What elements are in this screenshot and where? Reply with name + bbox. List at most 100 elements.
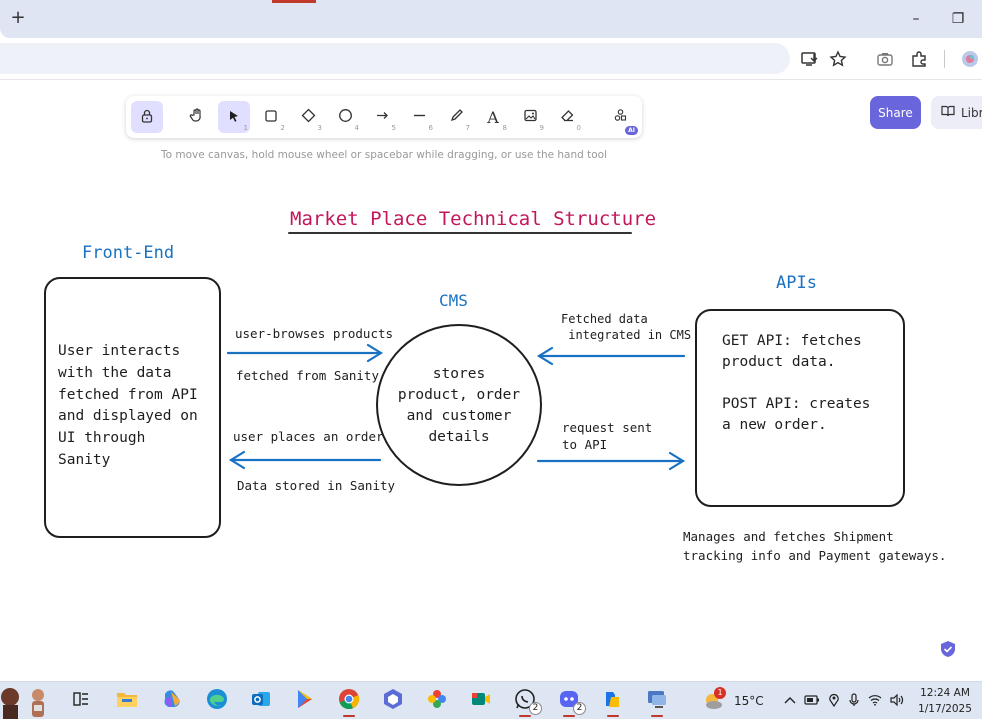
arrow-apis-to-cms[interactable] (536, 346, 686, 366)
taskbar-copilot[interactable] (157, 686, 187, 716)
shortcut-label: 1 (243, 124, 248, 132)
browser-toolbar (0, 38, 982, 80)
arrow4-label[interactable]: request sent to API (562, 420, 653, 452)
title-underline[interactable] (288, 232, 632, 234)
taskbar-widget-image[interactable] (0, 683, 52, 719)
microphone-icon[interactable] (848, 692, 860, 710)
shapes-toolbar: 1 2 3 4 5 6 7 A 8 (126, 96, 642, 138)
chrome-icon (338, 688, 360, 714)
install-app-icon[interactable] (797, 47, 821, 71)
arrow-cms-to-apis[interactable] (536, 451, 686, 471)
taskbar-discord[interactable]: 2 (554, 686, 586, 717)
shortcut-label: 6 (428, 124, 433, 132)
image-tool[interactable]: 9 (514, 101, 546, 133)
taskbar-file-explorer[interactable] (112, 686, 142, 716)
arrow-cms-to-frontend[interactable] (228, 450, 382, 470)
ellipse-tool[interactable]: 4 (329, 101, 361, 133)
taskbar-play-store[interactable] (290, 686, 320, 716)
selection-tool[interactable]: 1 (218, 101, 250, 133)
minimize-button[interactable]: – (912, 11, 920, 27)
taskbar-remote[interactable] (642, 686, 672, 717)
apis-note[interactable]: Manages and fetches Shipment tracking in… (683, 529, 947, 563)
toolbar-separator (944, 50, 945, 68)
share-button[interactable]: Share (870, 96, 921, 129)
taskbar-outlook[interactable] (246, 686, 276, 716)
shortcut-label: 2 (280, 124, 285, 132)
hand-tool[interactable] (181, 101, 213, 133)
taskbar-edge[interactable] (202, 686, 232, 716)
cms-text[interactable]: stores product, order and customer detai… (397, 366, 521, 445)
arrow-tool[interactable]: 5 (366, 101, 398, 133)
chevron-up-icon[interactable] (784, 694, 796, 708)
video-icon (470, 688, 492, 714)
taskbar-chrome[interactable] (334, 686, 364, 717)
arrow2-top-label[interactable]: user places an order (233, 429, 384, 444)
copilot-icon (161, 688, 183, 714)
rectangle-tool[interactable]: 2 (255, 101, 287, 133)
taskbar-meet[interactable] (466, 686, 496, 716)
weather-widget[interactable]: 1 15°C (702, 682, 764, 719)
apis-text[interactable]: GET API: fetches product data. POST API:… (722, 333, 871, 433)
taskbar-task-view[interactable] (66, 686, 96, 716)
line-tool[interactable]: 6 (403, 101, 435, 133)
arrow3-label[interactable]: Fetched data integrated in CMS (561, 312, 692, 342)
browser-tab-strip: + – ❐ (0, 0, 982, 38)
apis-box[interactable] (695, 309, 905, 507)
restore-button[interactable]: ❐ (951, 11, 965, 27)
weather-alert-badge: 1 (714, 687, 726, 699)
arrow2-bottom-label[interactable]: Data stored in Sanity (237, 478, 396, 493)
arrow-frontend-to-cms[interactable] (226, 343, 384, 363)
shapes-icon (613, 108, 628, 127)
library-button[interactable]: Libr (931, 96, 982, 129)
frontend-heading[interactable]: Front-End (82, 243, 175, 263)
taskbar-files[interactable] (598, 686, 628, 717)
taskbar-app-hex[interactable] (378, 686, 408, 716)
book-icon (941, 105, 955, 120)
location-icon[interactable] (828, 693, 840, 710)
eraser-tool[interactable]: 0 (551, 101, 583, 133)
running-indicator (343, 715, 355, 717)
shortcut-label: 8 (502, 124, 507, 132)
library-label: Libr (961, 105, 982, 120)
canvas-hint: To move canvas, hold mouse wheel or spac… (160, 149, 608, 161)
shortcut-label: 0 (576, 124, 581, 132)
edge-icon (206, 688, 228, 714)
camera-icon[interactable] (873, 47, 897, 71)
bookmark-star-icon[interactable] (826, 47, 850, 71)
taskbar-whatsapp[interactable]: 2 (510, 686, 542, 717)
wifi-icon[interactable] (868, 694, 882, 709)
taskbar-photos[interactable] (422, 686, 452, 716)
speaker-icon[interactable] (890, 693, 904, 709)
line-icon (412, 108, 427, 127)
arrow1-bottom-label[interactable]: fetched from Sanity (236, 368, 379, 383)
draw-tool[interactable]: 7 (440, 101, 472, 133)
cms-heading[interactable]: CMS (439, 291, 468, 310)
frontend-box[interactable] (44, 277, 221, 538)
task-view-icon (72, 690, 90, 712)
system-clock[interactable]: 12:24 AM 1/17/2025 (912, 685, 978, 717)
running-indicator (563, 715, 575, 717)
diagram-title[interactable]: Market Place Technical Structure (290, 208, 657, 230)
extensions-icon[interactable] (907, 47, 931, 71)
lock-tool[interactable] (131, 101, 163, 133)
arrow-icon (375, 108, 390, 127)
battery-icon[interactable] (804, 694, 820, 709)
new-tab-button[interactable]: + (10, 7, 26, 28)
image-icon (523, 108, 538, 127)
cms-circle[interactable] (376, 324, 542, 486)
address-bar[interactable] (0, 43, 790, 74)
more-tools[interactable]: AI (604, 101, 638, 135)
shield-check-icon[interactable] (939, 640, 957, 658)
clock-time: 12:24 AM (920, 687, 970, 699)
hex-icon (382, 688, 404, 714)
system-tray (784, 682, 904, 719)
text-tool[interactable]: A 8 (477, 101, 509, 133)
diamond-tool[interactable]: 3 (292, 101, 324, 133)
outlook-icon (250, 688, 272, 714)
hand-icon (189, 107, 205, 127)
frontend-text[interactable]: User interacts with the data fetched fro… (58, 343, 198, 468)
running-indicator (519, 715, 531, 717)
profile-avatar-icon[interactable] (958, 47, 982, 71)
apis-heading[interactable]: APIs (776, 273, 817, 293)
arrow1-top-label[interactable]: user-browses products (235, 326, 394, 341)
